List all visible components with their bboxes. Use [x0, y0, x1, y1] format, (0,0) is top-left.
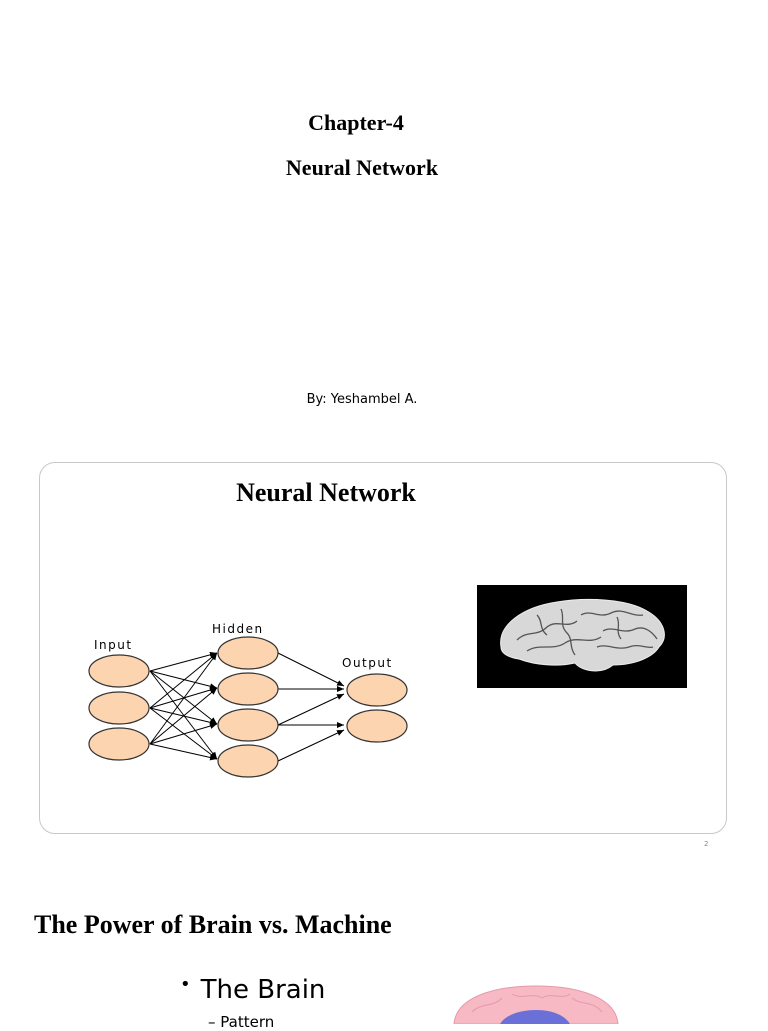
hidden-node	[217, 708, 279, 742]
sub-bullet-text: Pattern	[220, 1013, 275, 1031]
input-node	[88, 691, 150, 725]
author-line: By: Yeshambel A.	[306, 392, 418, 407]
bullet-text: The Brain	[200, 975, 326, 1005]
sub-bullet-item: – Pattern	[208, 1013, 274, 1031]
output-node	[346, 709, 408, 743]
output-layer-label: Output	[342, 656, 393, 670]
slide2-title: Neural Network	[236, 478, 416, 507]
page-number: 2	[704, 840, 709, 848]
neural-network-diagram: Input Hidden Output	[88, 622, 408, 778]
slide3-title: The Power of Brain vs. Machine	[34, 910, 392, 939]
hidden-node	[217, 636, 279, 670]
sub-bullet-dash-icon: –	[208, 1013, 221, 1031]
bullet-item: • The Brain	[180, 974, 325, 1005]
slide1-title: Neural Network	[285, 155, 439, 180]
input-node	[88, 727, 150, 761]
brain-illustration	[453, 985, 619, 1024]
chapter-heading: Chapter-4	[308, 110, 404, 135]
hidden-layer-label: Hidden	[212, 622, 264, 636]
input-layer-label: Input	[94, 638, 133, 652]
network-connections	[149, 651, 345, 762]
input-node	[88, 654, 150, 688]
hidden-node	[217, 744, 279, 778]
bullet-dot-icon: •	[180, 974, 191, 995]
output-node	[346, 673, 408, 707]
brain-photo	[477, 585, 687, 688]
hidden-node	[217, 672, 279, 706]
